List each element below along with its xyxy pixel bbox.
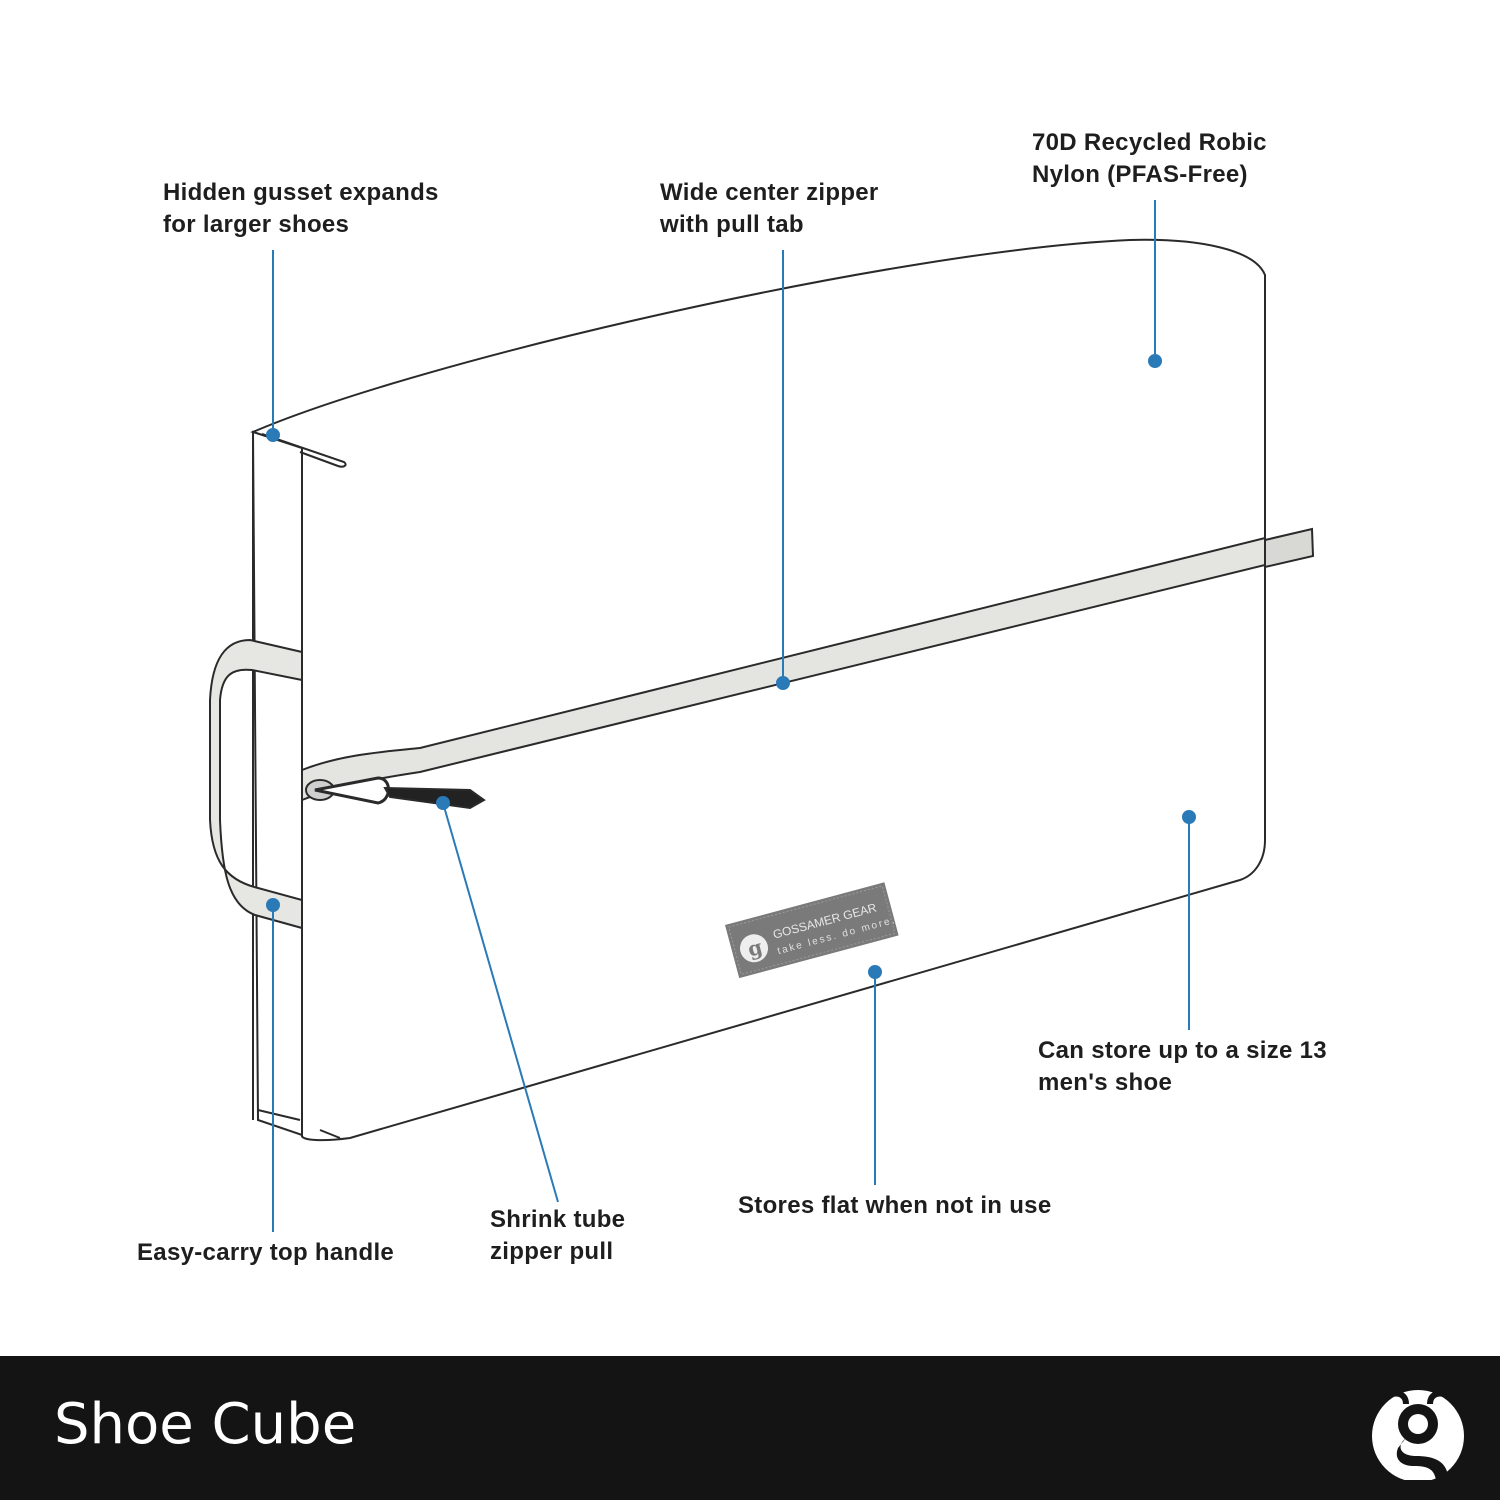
callout-size: Can store up to a size 13 men's shoe (1038, 1035, 1327, 1099)
handle (209, 638, 303, 930)
fabric-dot (1148, 354, 1162, 368)
flat-dot (868, 965, 882, 979)
callout-line: zipper pull (490, 1238, 614, 1265)
brand-logo-icon (740, 934, 769, 963)
zipper-dot (776, 676, 790, 690)
handle-dot (266, 898, 280, 912)
pull-dot (436, 796, 450, 810)
zipper-pull-tab (1264, 527, 1315, 569)
callout-gusset: Hidden gusset expands for larger shoes (163, 177, 439, 241)
callout-flat: Stores flat when not in use (738, 1190, 1051, 1222)
callout-handle: Easy-carry top handle (137, 1237, 394, 1269)
callout-fabric: 70D Recycled Robic Nylon (PFAS-Free) (1032, 127, 1267, 191)
gusset-strip (251, 430, 303, 1137)
gusset-dot (266, 428, 280, 442)
gusset-bottom-fold (257, 1109, 341, 1139)
callout-line: with pull tab (660, 211, 804, 238)
pull-leader (442, 802, 559, 1203)
callout-line: Nylon (PFAS-Free) (1032, 161, 1248, 188)
svg-text:g: g (745, 935, 765, 962)
callout-line: Can store up to a size 13 (1038, 1037, 1327, 1064)
gusset-top-fold (261, 433, 347, 468)
callout-line: Wide center zipper (660, 179, 879, 206)
callout-line: Hidden gusset expands (163, 179, 439, 206)
callout-pull: Shrink tube zipper pull (490, 1204, 625, 1268)
shrink-tube-pull (383, 786, 486, 810)
footer-bar: Shoe Cube (0, 1356, 1500, 1500)
gossamer-gear-logo-icon (1372, 1390, 1464, 1480)
callout-zipper: Wide center zipper with pull tab (660, 177, 879, 241)
shoe-cube-illustration: g GOSSAMER GEAR take less. do more. (209, 200, 1315, 1232)
size-dot (1182, 810, 1196, 824)
callout-line: 70D Recycled Robic (1032, 129, 1267, 156)
callout-line: Stores flat when not in use (738, 1192, 1052, 1219)
product-title: Shoe Cube (54, 1392, 357, 1457)
callout-line: men's shoe (1038, 1069, 1173, 1096)
callout-line: Shrink tube (490, 1206, 626, 1233)
callout-line: Easy-carry top handle (137, 1239, 395, 1266)
callout-line: for larger shoes (163, 211, 350, 238)
